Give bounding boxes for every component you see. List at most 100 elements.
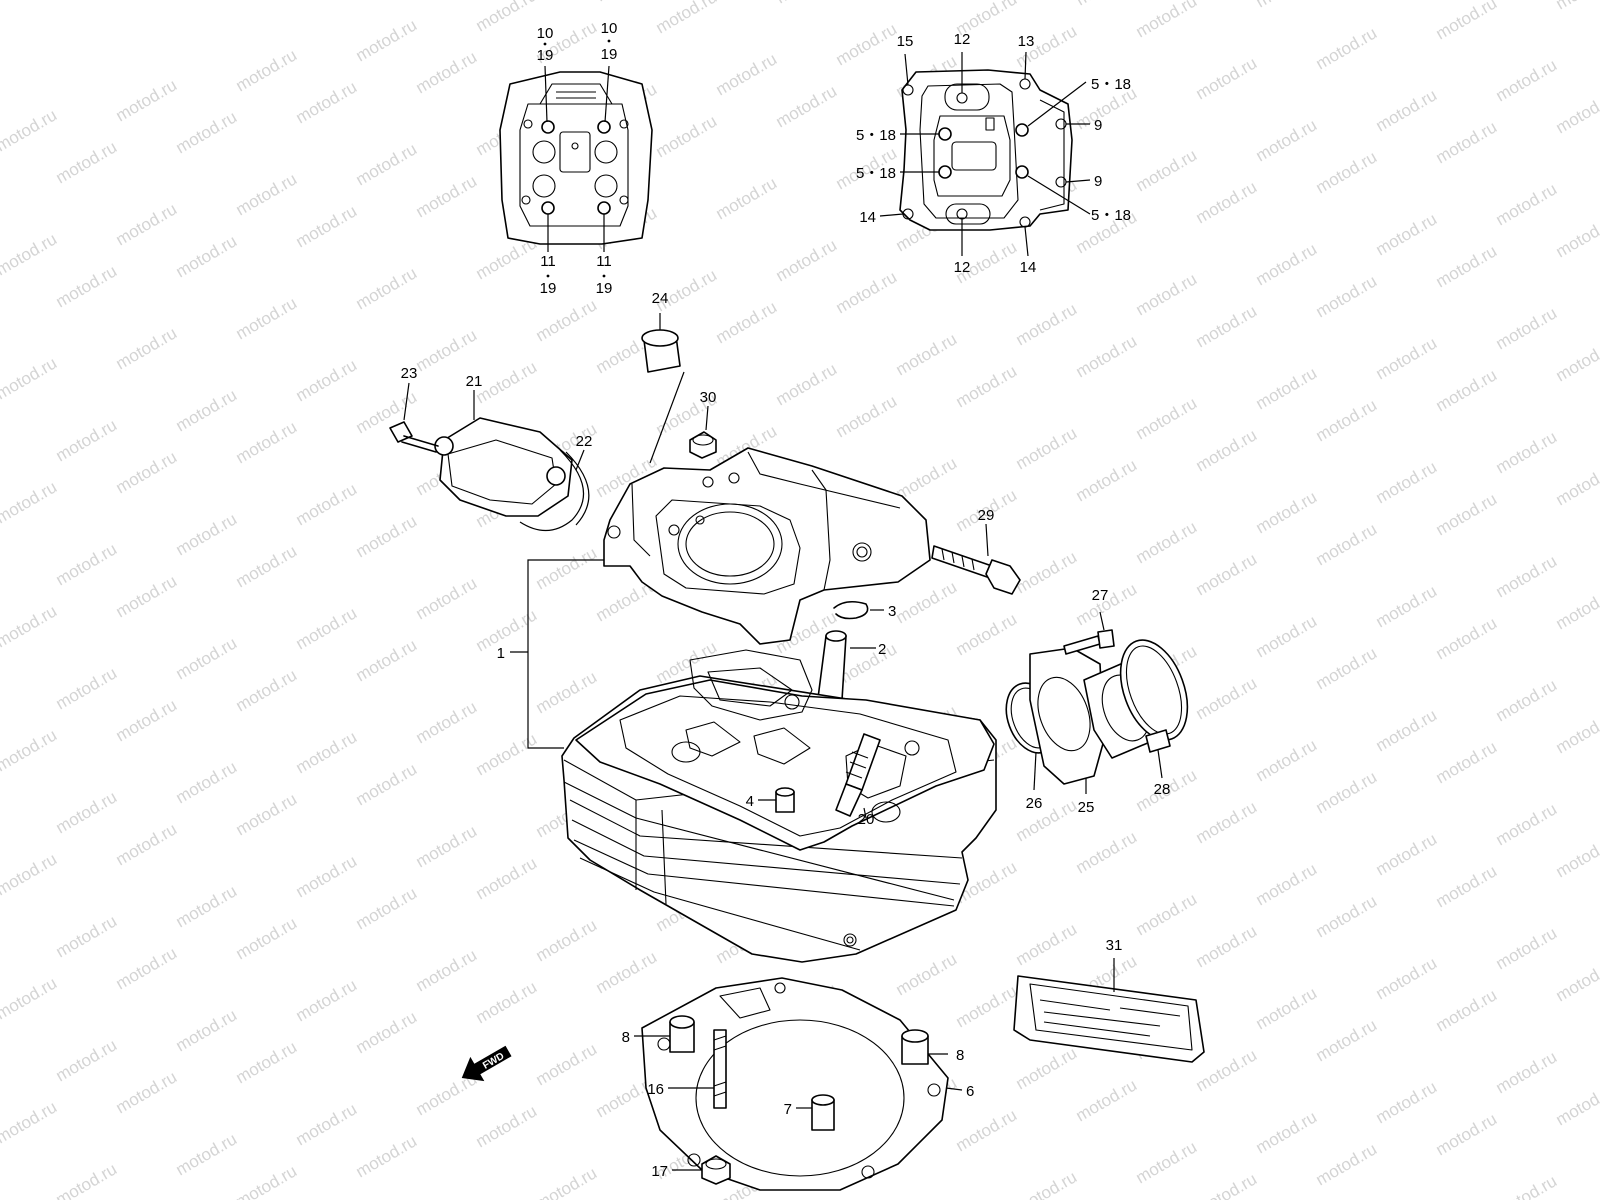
- watermark-text: motod.ru: [53, 1159, 121, 1200]
- callout-14: 14: [1020, 259, 1037, 276]
- watermark-text: motod.ru: [233, 665, 301, 715]
- part-1-bracket: [510, 559, 604, 749]
- watermark-text: motod.ru: [1193, 53, 1261, 103]
- callout-7: 7: [784, 1101, 792, 1118]
- callout-19: 19: [537, 47, 554, 64]
- watermark-text: motod.ru: [1253, 611, 1321, 661]
- watermark-text: motod.ru: [473, 605, 541, 655]
- watermark-text: motod.ru: [413, 47, 481, 97]
- watermark-text: motod.ru: [173, 385, 241, 435]
- watermark-text: motod.ru: [1193, 301, 1261, 351]
- watermark-text: motod.ru: [533, 295, 601, 345]
- watermark-text: motod.ru: [1013, 547, 1081, 597]
- callout-11: 11: [596, 253, 612, 270]
- watermark-text: motod.ru: [1313, 23, 1381, 73]
- watermark-text: motod.ru: [533, 667, 601, 717]
- watermark-text: motod.ru: [53, 137, 121, 187]
- watermark-text: motod.ru: [173, 1129, 241, 1179]
- main-cylinder-head: [561, 649, 997, 963]
- watermark-text: motod.ru: [0, 849, 60, 899]
- watermark-text: motod.ru: [293, 479, 361, 529]
- watermark-text: motod.ru: [1133, 889, 1201, 939]
- part-30-nut: [689, 405, 717, 459]
- watermark-text: motod.ru: [233, 913, 301, 963]
- watermark-text: motod.ru: [113, 199, 181, 249]
- watermark-text: motod.ru: [1073, 0, 1141, 9]
- part-8-dowel-right: [901, 1029, 948, 1065]
- callout-8: 8: [622, 1029, 630, 1046]
- watermark-text: motod.ru: [233, 417, 301, 467]
- watermark-text: motod.ru: [0, 477, 60, 527]
- watermark-text: motod.ru: [113, 571, 181, 621]
- watermark-text: motod.ru: [293, 975, 361, 1025]
- watermark-text: motod.ru: [1553, 583, 1600, 633]
- watermark-text: motod.ru: [1133, 1137, 1201, 1187]
- watermark-text: motod.ru: [293, 77, 361, 127]
- callout-11: 11: [540, 253, 556, 270]
- part-2-valve-guide: [817, 630, 876, 703]
- watermark-text: motod.ru: [1133, 0, 1201, 41]
- callout-19: 19: [596, 280, 613, 297]
- fwd-label: FWD: [481, 1051, 506, 1072]
- watermark-text: motod.ru: [113, 1067, 181, 1117]
- watermark-text: motod.ru: [1433, 613, 1501, 663]
- watermark-text: motod.ru: [1493, 303, 1561, 353]
- watermark-text: motod.ru: [473, 0, 541, 35]
- part-3-clip: [833, 600, 884, 620]
- watermark-text: motod.ru: [1133, 393, 1201, 443]
- watermark-text: motod.ru: [233, 169, 301, 219]
- watermark-text: motod.ru: [353, 139, 421, 189]
- watermark-text: motod.ru: [173, 1005, 241, 1055]
- watermark-text: motod.ru: [53, 787, 121, 837]
- watermark-text: motod.ru: [1493, 675, 1561, 725]
- part-20-spark-plug: [835, 733, 881, 819]
- watermark-text: motod.ru: [893, 577, 961, 627]
- watermark-text: motod.ru: [53, 261, 121, 311]
- watermark-text: motod.ru: [0, 1097, 60, 1147]
- watermark-text: motod.ru: [233, 1037, 301, 1087]
- watermark-text: motod.ru: [1373, 1077, 1441, 1127]
- watermark-text: motod.ru: [233, 45, 301, 95]
- watermark-text: motod.ru: [1253, 239, 1321, 289]
- callout-19: 19: [540, 280, 557, 297]
- callout-5-18: 5・18: [1091, 76, 1131, 93]
- watermark-text: motod.ru: [413, 821, 481, 871]
- callout-1: 1: [497, 645, 505, 662]
- watermark-text: motod.ru: [413, 697, 481, 747]
- callout-30: 30: [700, 389, 717, 406]
- watermark-text: motod.ru: [1313, 1139, 1381, 1189]
- callout-28: 28: [1154, 781, 1171, 798]
- watermark-text: motod.ru: [1553, 0, 1600, 13]
- watermark-text: motod.ru: [473, 357, 541, 407]
- watermark-text: motod.ru: [1433, 985, 1501, 1035]
- part-27-bolt: [1063, 611, 1115, 655]
- watermark-text: motod.ru: [1373, 333, 1441, 383]
- watermark-text: motod.ru: [1313, 767, 1381, 817]
- watermark-text: motod.ru: [953, 981, 1021, 1031]
- watermark-text: motod.ru: [1193, 673, 1261, 723]
- watermark-text: motod.ru: [1313, 519, 1381, 569]
- watermark-text: motod.ru: [233, 541, 301, 591]
- watermark-text: motod.ru: [1553, 831, 1600, 881]
- callout-22: 22: [576, 433, 593, 450]
- callout-20: 20: [858, 811, 875, 828]
- watermark-text: motod.ru: [1013, 1167, 1081, 1200]
- part-8-dowel-left: [634, 1015, 695, 1053]
- watermark-text: motod.ru: [353, 511, 421, 561]
- watermark-text: motod.ru: [1193, 921, 1261, 971]
- callout-4: 4: [746, 793, 754, 810]
- watermark-text: motod.ru: [953, 609, 1021, 659]
- watermark-text: motod.ru: [353, 635, 421, 685]
- watermark-text: motod.ru: [0, 229, 60, 279]
- watermark-text: motod.ru: [1493, 427, 1561, 477]
- watermark-text: motod.ru: [1073, 827, 1141, 877]
- watermark-text: motod.ru: [173, 633, 241, 683]
- watermark-text: motod.ru: [1493, 179, 1561, 229]
- callout-14: 14: [859, 209, 876, 226]
- callout-17: 17: [651, 1163, 668, 1180]
- callout-23: 23: [401, 365, 418, 382]
- watermark-text: motod.ru: [1253, 983, 1321, 1033]
- watermark-text: motod.ru: [113, 819, 181, 869]
- callout-24: 24: [652, 290, 669, 307]
- watermark-text: motod.ru: [173, 757, 241, 807]
